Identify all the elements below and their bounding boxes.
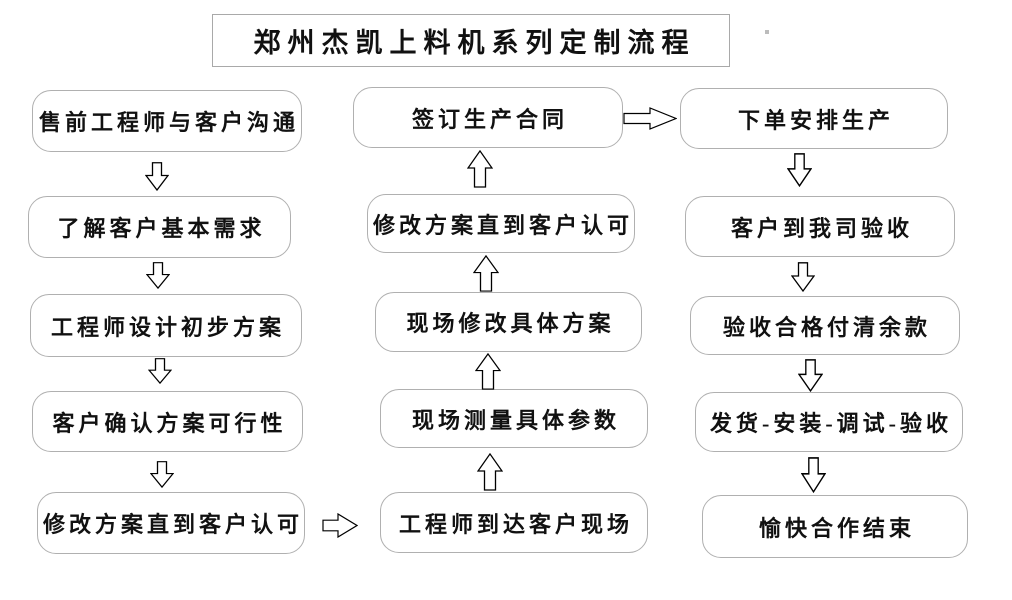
arrow-down-icon [787,153,812,187]
node-onsite-measure-params: 现场测量具体参数 [380,389,648,448]
node-initial-design: 工程师设计初步方案 [30,294,302,357]
arrow-up-icon [473,255,499,292]
node-happy-cooperation-end: 愉快合作结束 [702,495,968,558]
node-pay-balance: 验收合格付清余款 [690,296,960,355]
arrow-up-icon [467,150,493,188]
arrow-down-icon [146,262,170,289]
arrow-down-icon [801,457,826,493]
node-presale-communication: 售前工程师与客户沟通 [32,90,302,152]
node-confirm-feasibility: 客户确认方案可行性 [32,391,303,452]
node-ship-install-debug: 发货-安装-调试-验收 [695,392,963,452]
arrow-down-icon [148,358,172,384]
arrow-right-icon [322,513,358,538]
node-understand-needs: 了解客户基本需求 [28,196,291,258]
arrow-down-icon [150,461,174,488]
stray-dot [765,30,769,34]
node-engineer-arrive-site: 工程师到达客户现场 [380,492,648,553]
node-customer-acceptance: 客户到我司验收 [685,196,955,257]
node-onsite-modify-plan: 现场修改具体方案 [375,292,642,352]
title-box: 郑州杰凯上料机系列定制流程 [212,14,730,67]
page-title: 郑州杰凯上料机系列定制流程 [253,28,696,58]
arrow-down-icon [145,162,169,191]
node-sign-contract: 签订生产合同 [353,87,623,148]
arrow-up-icon [477,453,503,491]
arrow-right-icon [623,107,677,130]
node-place-order: 下单安排生产 [680,88,948,149]
arrow-down-icon [791,262,815,292]
arrow-up-icon [475,353,501,390]
node-revise-until-approved-2: 修改方案直到客户认可 [367,194,635,253]
arrow-down-icon [798,359,823,392]
node-revise-until-approved: 修改方案直到客户认可 [37,492,305,554]
